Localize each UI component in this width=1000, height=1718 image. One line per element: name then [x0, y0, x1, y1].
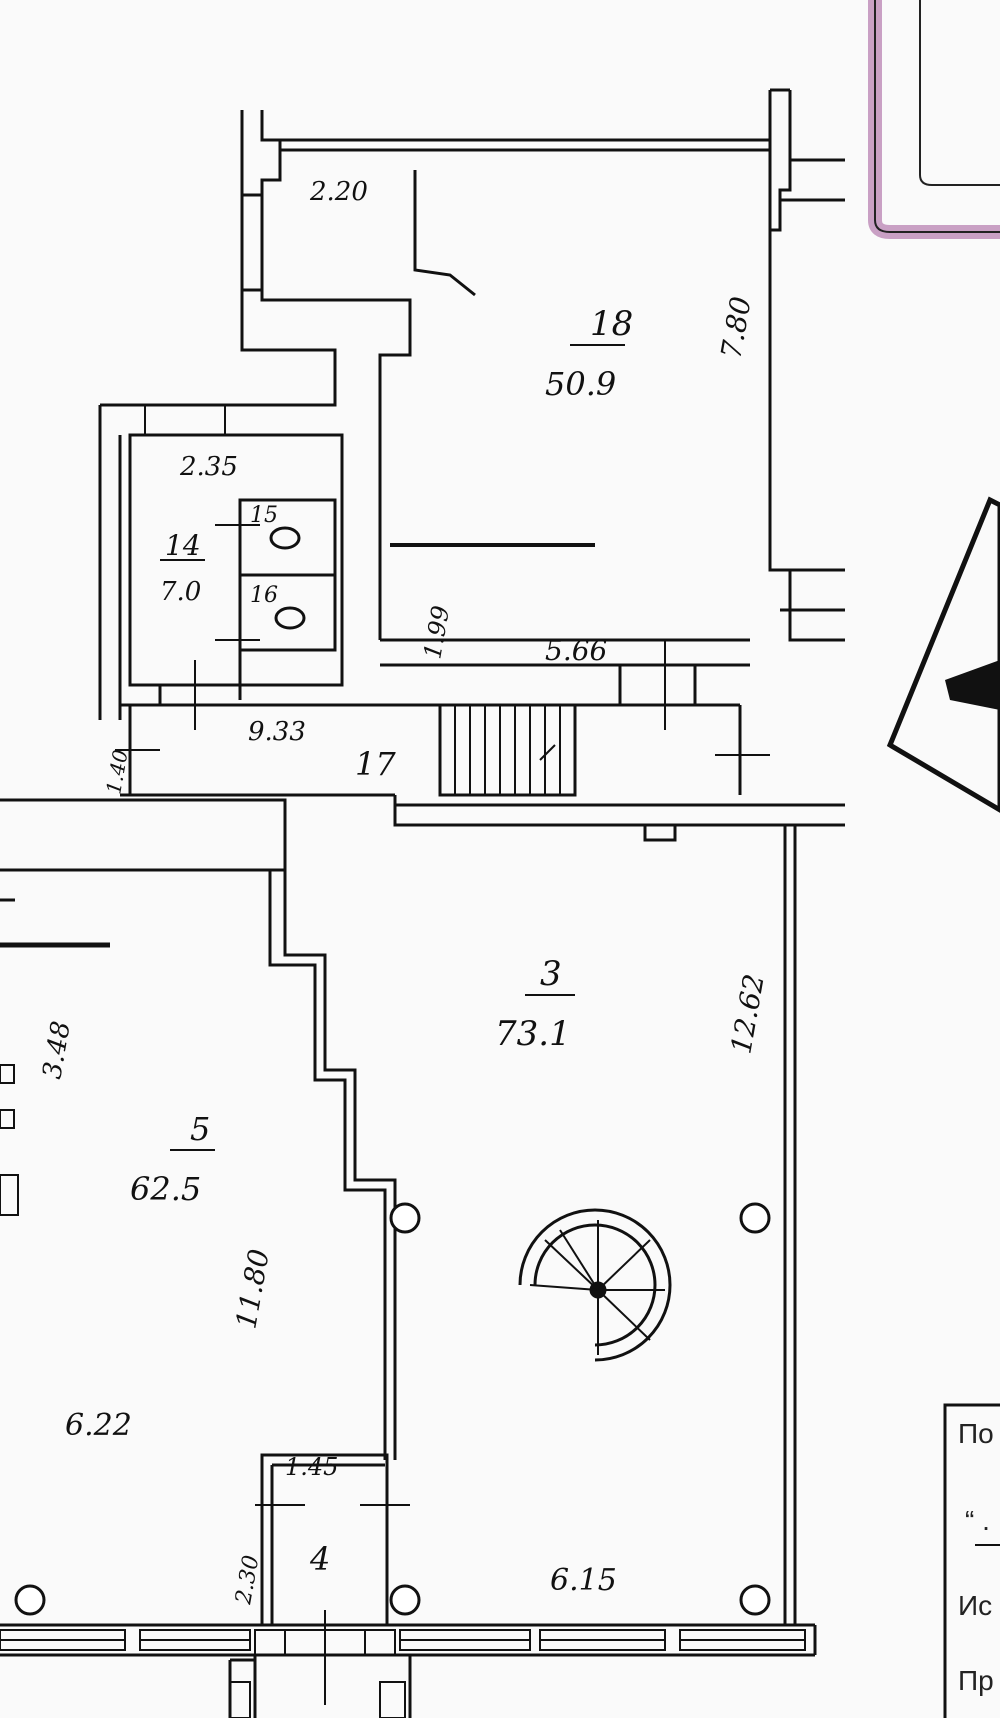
room-14-area: 7.0: [160, 577, 201, 607]
title-block-line-3: Ис: [958, 1590, 992, 1621]
dim-6-15: 6.15: [550, 1563, 617, 1598]
upper-walls: [0, 88, 845, 872]
dim-11-80: 11.80: [229, 1247, 275, 1332]
dim-6-22: 6.22: [65, 1408, 132, 1443]
room-5-area: 62.5: [130, 1170, 201, 1208]
room-5-number: 5: [190, 1110, 210, 1148]
room-15-number: 15: [250, 503, 278, 528]
room-18-number: 18: [590, 304, 633, 344]
panel-marks: [0, 1064, 19, 1216]
corridor-stair-treads: [454, 705, 561, 795]
door-ticks: [115, 524, 770, 1705]
dim-1-99: 1.99: [418, 604, 455, 661]
dim-3-48: 3.48: [37, 1019, 77, 1081]
dim-5-66: 5.66: [545, 634, 607, 667]
room-labels: 18 50.9 14 7.0 15 16 17 3 73.1 5 62.5 4: [130, 304, 633, 1578]
dim-1-40: 1.40: [101, 748, 132, 796]
title-block: По “ . Ис Пр: [943, 1403, 1000, 1718]
room-3-number: 3: [540, 954, 562, 994]
room-16-number: 16: [250, 583, 278, 608]
room-18-area: 50.9: [545, 365, 616, 403]
room-4-number: 4: [309, 1540, 330, 1578]
rotated-stamp: [886, 496, 1000, 813]
lower-walls: [0, 825, 817, 1718]
dim-2-35: 2.35: [179, 452, 238, 482]
dim-9-33: 9.33: [248, 717, 306, 747]
room-3-area: 73.1: [495, 1014, 571, 1054]
spiral-stair: [518, 1208, 672, 1362]
dim-7-80: 7.80: [714, 294, 757, 361]
title-block-line-4: Пр: [958, 1665, 994, 1696]
dim-2-20: 2.20: [309, 177, 368, 207]
room-17-number: 17: [355, 745, 396, 783]
dim-12-62: 12.62: [724, 972, 770, 1057]
room-14-number: 14: [165, 529, 201, 562]
columns: [14, 1202, 771, 1616]
dim-2-30: 2.30: [231, 1553, 264, 1607]
title-block-line-1: По: [958, 1418, 994, 1449]
bottom-windows: [0, 1629, 806, 1718]
title-block-line-2: “ .: [965, 1505, 990, 1536]
dimension-labels: 2.20 7.80 2.35 1.99 5.66 1.40 9.33 12.62…: [37, 177, 770, 1607]
dim-1-45: 1.45: [285, 1453, 338, 1481]
stamp-frame: [868, 0, 1000, 239]
